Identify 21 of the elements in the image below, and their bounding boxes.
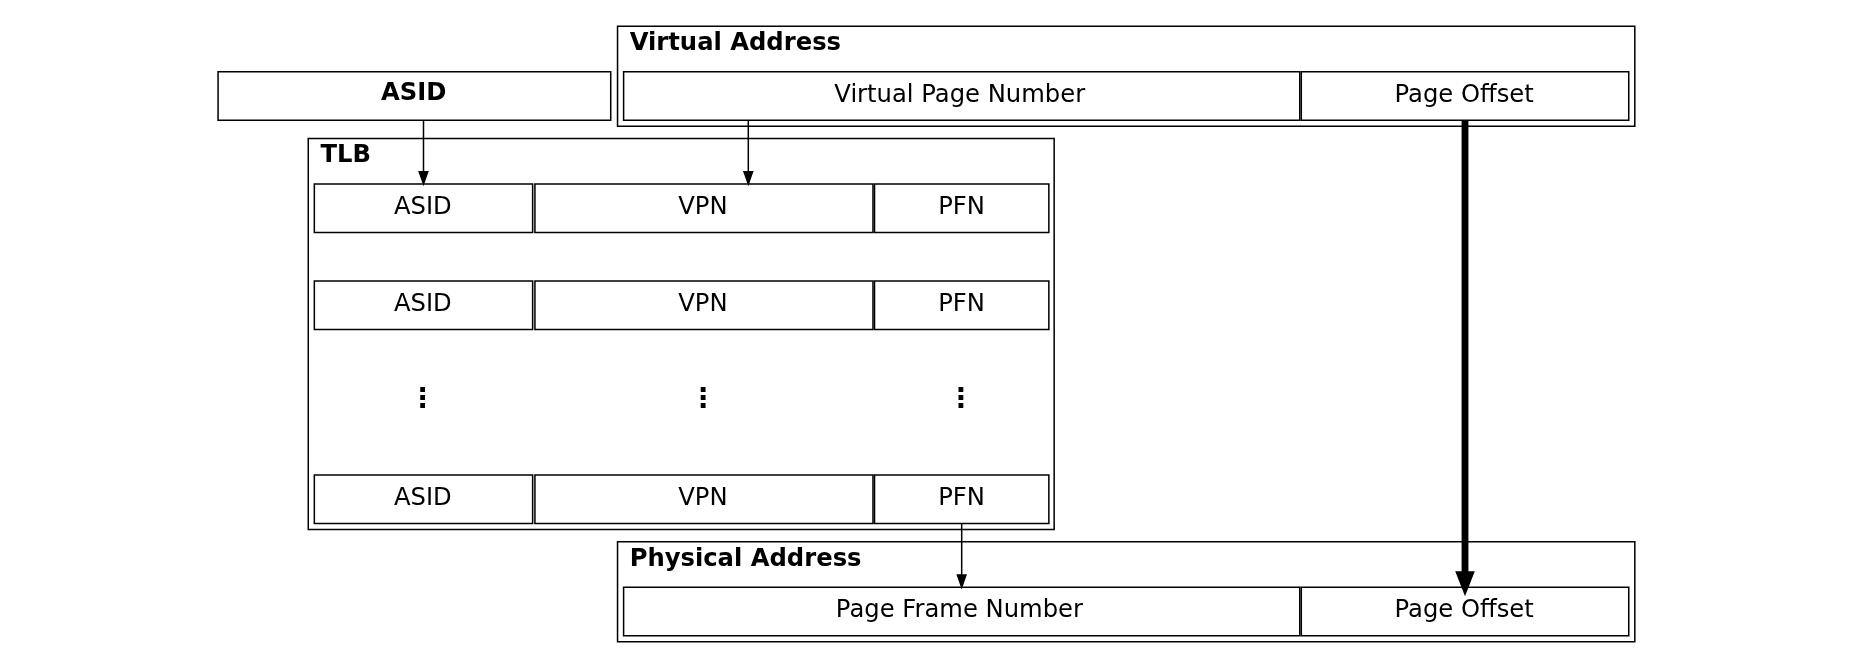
node-box: VPN xyxy=(533,474,874,525)
node-box: ASID xyxy=(313,280,533,331)
node-box: Page Frame Number xyxy=(622,586,1300,637)
arrow xyxy=(955,522,967,590)
node-box: ASID xyxy=(313,183,533,234)
node-box: PFN xyxy=(873,183,1050,234)
arrow xyxy=(417,119,429,187)
node-box: PFN xyxy=(873,280,1050,331)
label: ⋮ xyxy=(946,382,975,414)
node-box: Page Offset xyxy=(1300,586,1629,637)
node-box: VPN xyxy=(533,183,874,234)
arrow xyxy=(1454,120,1475,597)
node-box: ASID xyxy=(313,474,533,525)
node-box: ASID xyxy=(216,70,611,121)
node-box: VPN xyxy=(533,280,874,331)
node-box: Virtual Page Number xyxy=(622,70,1300,121)
node-box: PFN xyxy=(873,474,1050,525)
label: ⋮ xyxy=(689,382,717,414)
node-box: Page Offset xyxy=(1300,70,1629,121)
label: ⋮ xyxy=(408,382,436,414)
arrow xyxy=(742,119,754,187)
